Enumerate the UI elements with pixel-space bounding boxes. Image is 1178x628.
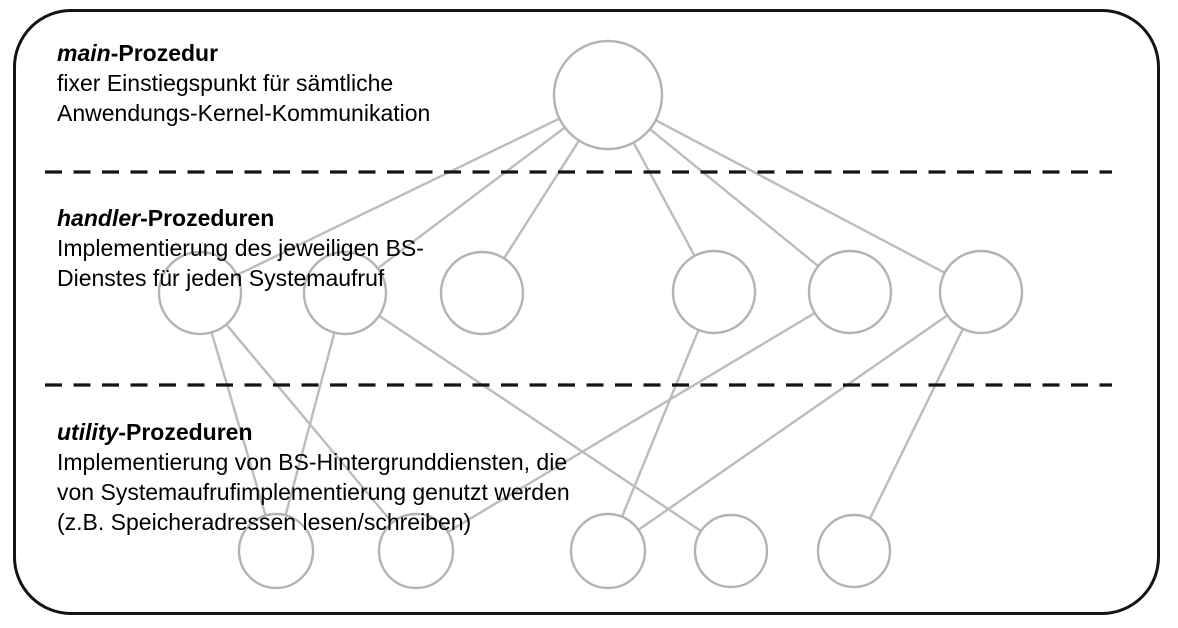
layer-title-utility-rest: -Prozeduren — [118, 419, 253, 445]
procedure-node-u5 — [816, 513, 892, 589]
layer-desc-utility-line1: Implementierung von BS-Hintergrunddienst… — [57, 449, 568, 475]
edge-main-h2 — [377, 126, 566, 270]
layer-title-utility-em: utility — [57, 419, 119, 445]
layer-label-main: main-Prozedur fixer Einstiegspunkt für s… — [57, 38, 430, 128]
edge-main-h3 — [502, 139, 581, 260]
layer-title-utility: utility-Prozeduren — [57, 417, 570, 447]
edge-h2-u1 — [284, 332, 336, 516]
layer-label-utility: utility-Prozeduren Implementierung von B… — [57, 417, 570, 537]
layer-desc-utility-line2: von Systemaufrufimplementierung genutzt … — [57, 479, 570, 505]
edge-h4-u3 — [620, 329, 700, 518]
layer-title-handler-em: handler — [57, 205, 141, 231]
layer-title-handler-rest: -Prozeduren — [140, 205, 275, 231]
diagram-frame — [13, 9, 1160, 615]
procedure-node-u1 — [237, 512, 315, 590]
edge-h6-u5 — [868, 328, 965, 520]
layer-desc-main-line1: fixer Einstiegspunkt für sämtliche — [57, 70, 394, 96]
procedure-node-h6 — [938, 249, 1024, 335]
layer-desc-main-line2: Anwendungs-Kernel-Kommunikation — [57, 100, 431, 126]
procedure-node-h4 — [671, 249, 757, 335]
layer-title-main-rest: -Prozedur — [110, 40, 219, 66]
procedure-node-u3 — [569, 512, 647, 590]
edge-h6-u3 — [637, 314, 949, 531]
edge-h5-u2 — [447, 311, 816, 534]
procedure-node-h2 — [302, 250, 388, 336]
edge-h1-u1 — [210, 331, 267, 516]
procedure-node-main — [552, 39, 664, 151]
procedure-node-h5 — [807, 249, 893, 335]
layer-desc-handler-line1: Implementierung des jeweiligen BS- — [57, 235, 424, 261]
edge-main-h4 — [632, 141, 696, 257]
procedure-node-u2 — [377, 512, 455, 590]
procedure-node-h3 — [439, 250, 525, 336]
layer-title-main: main-Prozedur — [57, 38, 430, 68]
layer-label-handler: handler-Prozeduren Implementierung des j… — [57, 203, 424, 293]
procedure-node-u4 — [693, 513, 769, 589]
edge-main-h1 — [236, 117, 560, 277]
layer-desc-utility-line3: (z.B. Speicheradressen lesen/schreiben) — [57, 509, 472, 535]
layer-title-handler: handler-Prozeduren — [57, 203, 424, 233]
layer-desc-handler-line2: Dienstes für jeden Systemaufruf — [57, 265, 385, 291]
procedure-node-h1 — [157, 250, 243, 336]
edge-main-h5 — [649, 128, 819, 268]
edge-main-h6 — [655, 119, 946, 274]
layer-title-main-em: main — [57, 40, 111, 66]
edge-h2-u4 — [378, 314, 702, 532]
